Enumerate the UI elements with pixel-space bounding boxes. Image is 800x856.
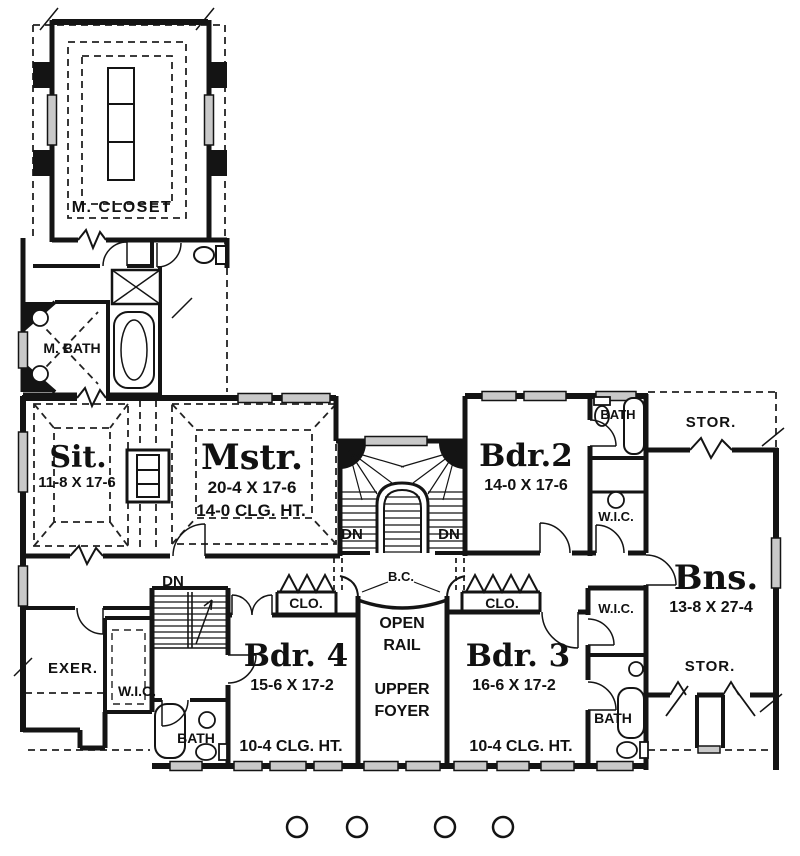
room-label-wic-upper-right: W.I.C.: [598, 509, 633, 524]
room-label-bedroom4: Bdr. 4: [244, 638, 349, 674]
upper-foyer-line2: FOYER: [374, 703, 430, 720]
room-dim-bedroom3: 16-6 X 17-2: [472, 677, 556, 694]
toilet: [616, 741, 638, 759]
column: [285, 815, 309, 839]
upper-foyer-line1: UPPER: [374, 681, 430, 698]
tub: [623, 397, 645, 455]
room-dim-master: 20-4 X 17-6: [208, 478, 297, 497]
balcony-curve-label: B.C.: [388, 569, 414, 584]
fireplace: [125, 448, 171, 504]
stair-down-label-right: DN: [438, 526, 460, 543]
open-rail-line2: RAIL: [383, 637, 421, 654]
main-staircase: [342, 450, 463, 553]
closet-label-right: CLO.: [485, 595, 518, 611]
room-label-storage-lower-right: STOR.: [685, 658, 736, 675]
sink: [607, 491, 625, 509]
porch-columns: [285, 815, 515, 839]
column: [491, 815, 515, 839]
closet-label-left: CLO.: [289, 595, 322, 611]
room-label-master: Mstr.: [201, 437, 303, 478]
column: [433, 815, 457, 839]
room-ceiling-bedroom4: 10-4 CLG. HT.: [239, 738, 342, 755]
room-dim-bedroom2: 14-0 X 17-6: [484, 477, 568, 494]
back-staircase: [152, 592, 228, 649]
room-label-storage-upper-right: STOR.: [686, 414, 737, 431]
room-label-bath-left: BATH: [177, 730, 215, 746]
column: [345, 815, 369, 839]
open-rail-line1: OPEN: [379, 615, 424, 632]
room-label-wic-lower-right: W.I.C.: [598, 601, 633, 616]
room-ceiling-bedroom3: 10-4 CLG. HT.: [469, 738, 572, 755]
room-dim-bedroom4: 15-6 X 17-2: [250, 677, 334, 694]
room-label-wic-left: W.I.C.: [118, 683, 156, 699]
room-label-bedroom3: Bdr. 3: [466, 638, 571, 674]
room-label-bedroom2: Bdr.2: [479, 438, 573, 474]
room-dim-bonus: 13-8 X 27-4: [669, 599, 753, 616]
windows: [17, 94, 782, 772]
room-label-master-bath: M. BATH: [43, 340, 100, 356]
room-label-exercise: EXER.: [48, 660, 98, 677]
doors: [76, 241, 677, 727]
room-label-bonus: Bns.: [674, 558, 758, 598]
dashed-lines: [25, 24, 778, 751]
room-label-sitting: Sit.: [49, 440, 106, 475]
stair-down-label-left: DN: [341, 526, 363, 543]
toilet: [195, 743, 217, 761]
wall-fills: [23, 62, 465, 469]
room-dim-sitting: 11-8 X 17-6: [38, 474, 116, 491]
sink: [31, 365, 49, 383]
walls: [20, 19, 779, 770]
room-label-bath-lower-right: BATH: [594, 710, 632, 726]
tub: [617, 687, 645, 739]
break-marks: [13, 7, 785, 717]
sink: [31, 309, 49, 327]
sink: [628, 661, 644, 677]
room-label-master-closet: M. CLOSET: [72, 199, 173, 216]
room-label-bath-upper-right: BATH: [600, 407, 635, 422]
sink: [198, 711, 216, 729]
room-ceiling-master: 14-0 CLG. HT.: [196, 501, 306, 520]
stair-down-label-back: DN: [162, 573, 184, 590]
